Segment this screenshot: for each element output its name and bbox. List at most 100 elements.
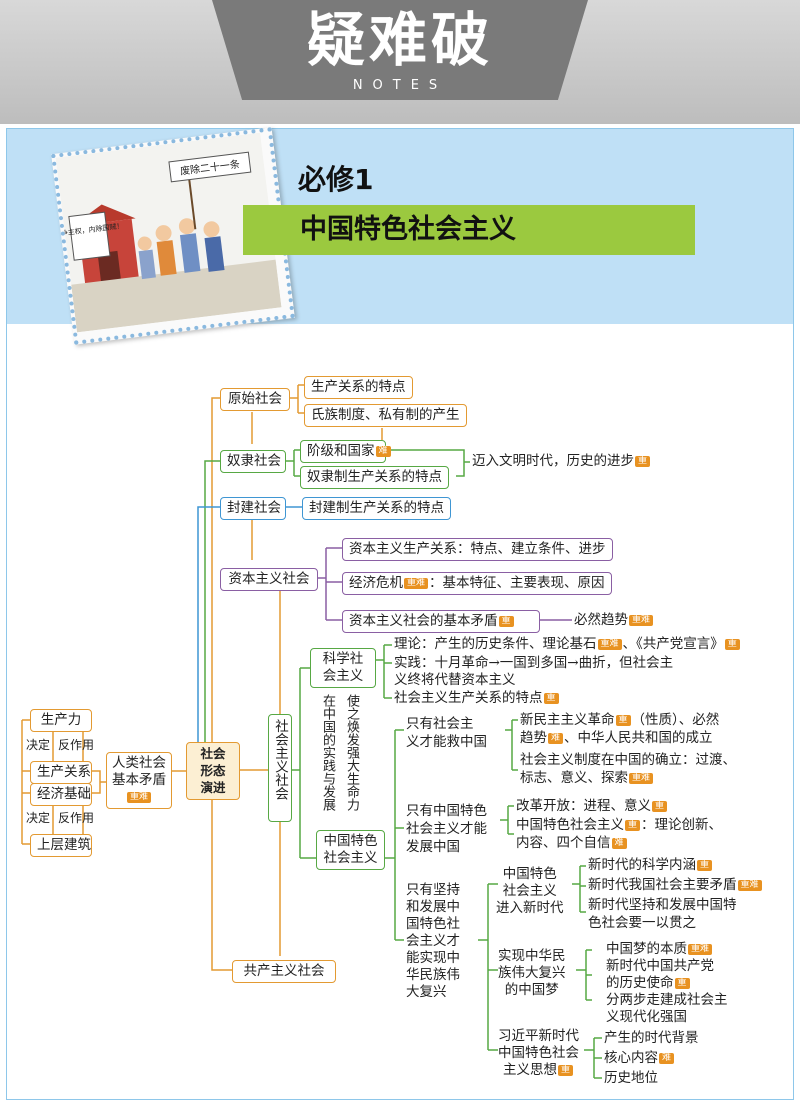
vertical-practice: 在中国的实践与发展 bbox=[320, 694, 335, 811]
thought-line-3-text: 主义思想 bbox=[502, 1062, 557, 1078]
cs-line-1: 中国特色 bbox=[323, 833, 378, 849]
reform-opening: 改革开放：进程、意义 bbox=[516, 798, 651, 814]
save-b-line-1: 社会主义制度在中国的确立：过渡、 bbox=[520, 752, 736, 768]
dream-line-2: 族伟大复兴 bbox=[498, 965, 566, 981]
trend-text: 必然趋势 bbox=[574, 612, 628, 628]
theory-text-a: 理论：产生的历史条件、理论基石 bbox=[394, 636, 597, 652]
box-economic-base: 经济基础 bbox=[30, 783, 92, 806]
tag-key-hard: 重难 bbox=[688, 944, 713, 955]
box-basic-contradiction: 人类社会 基本矛盾 重难 bbox=[106, 752, 172, 809]
box-superstructure: 上层建筑 bbox=[30, 834, 92, 857]
tag-key-hard: 重难 bbox=[597, 639, 622, 650]
dream-head: 实现中华民 族伟大复兴 的中国梦 bbox=[498, 948, 566, 999]
dream-line-3: 的中国梦 bbox=[504, 982, 559, 998]
inevitable-trend: 必然趋势重难 bbox=[574, 612, 654, 629]
theory-text-b: 、《共产党宣言》 bbox=[622, 636, 724, 652]
box-primitive-society: 原始社会 bbox=[220, 388, 290, 411]
box-clan-private: 氏族制度、私有制的产生 bbox=[304, 404, 467, 427]
develop-head-3: 发展中国 bbox=[406, 839, 460, 855]
socialist-relations-text: 社会主义生产关系的特点 bbox=[394, 690, 543, 706]
rejuv-line-1: 只有坚持 bbox=[406, 882, 460, 898]
newera-contradiction: 新时代我国社会主要矛盾 bbox=[588, 877, 737, 893]
cs-socialism-label: 中国特色社会主义 bbox=[516, 817, 624, 833]
tag-hard: 难 bbox=[611, 838, 627, 849]
tag-key: 重 bbox=[674, 978, 690, 989]
box-slave-society: 奴隶社会 bbox=[220, 450, 286, 473]
dream-line-1: 实现中华民 bbox=[498, 948, 566, 964]
new-democratic-revolution: 新民主主义革命 bbox=[520, 712, 615, 728]
save-b-text: 标志、意义、探索 bbox=[520, 770, 628, 786]
thought-b: 核心内容难 bbox=[604, 1050, 675, 1067]
box-society-evolution: 社会 形态 演进 bbox=[186, 742, 240, 800]
label-react-2: 反作用 bbox=[58, 811, 95, 825]
theory-innovation: ：理论创新、 bbox=[641, 817, 723, 833]
rejuvenation-head: 只有坚持 和发展中 国特色社 会主义才 能实现中 华民族伟 大复兴 bbox=[406, 882, 460, 1001]
newera-line-3: 进入新时代 bbox=[496, 900, 564, 916]
rejuv-line-7: 大复兴 bbox=[406, 984, 447, 1000]
save-head-1: 只有社会主 bbox=[406, 716, 474, 732]
save-b-line-2: 标志、意义、探索重难 bbox=[520, 770, 654, 787]
newera-b: 新时代我国社会主要矛盾重难 bbox=[588, 877, 763, 894]
tag-hard: 难 bbox=[375, 446, 391, 457]
box-capitalist-society: 资本主义社会 bbox=[220, 568, 318, 591]
scientific-line-1: 科学社 bbox=[322, 651, 364, 667]
tag-key: 重 bbox=[543, 693, 559, 704]
dream-b-line-1: 新时代中国共产党 bbox=[606, 958, 714, 974]
dream-c-line-1: 分两步走建成社会主 bbox=[606, 992, 728, 1008]
tag-key: 重 bbox=[635, 456, 651, 467]
box-socialist-society: 社会主义社会 bbox=[268, 714, 292, 822]
develop-a: 改革开放：进程、意义重 bbox=[516, 798, 668, 815]
practice-line-1: 实践：十月革命→一国到多国→曲折，但社会主 bbox=[394, 655, 674, 671]
theory-line: 理论：产生的历史条件、理论基石重难、《共产党宣言》重 bbox=[394, 636, 741, 653]
dream-essence: 中国梦的本质 bbox=[606, 941, 687, 957]
dream-c-line-2: 义现代化强国 bbox=[606, 1009, 687, 1025]
crisis-detail: ：基本特征、主要表现、原因 bbox=[429, 575, 605, 591]
dream-b-line-2: 的历史使命重 bbox=[606, 975, 691, 992]
thought-a: 产生的时代背景 bbox=[604, 1030, 699, 1046]
develop-head-1: 只有中国特色 bbox=[406, 803, 487, 819]
develop-b-line-1: 中国特色社会主义重：理论创新、 bbox=[516, 817, 722, 834]
newera-c-line-2: 色社会要一以贯之 bbox=[588, 915, 696, 931]
tag-key-hard: 重难 bbox=[404, 578, 429, 589]
illustration-protest: 废除二十一条 外争主权，内除国贼！ bbox=[51, 127, 295, 345]
protest-illustration-icon: 废除二十一条 外争主权，内除国贼！ bbox=[53, 132, 282, 333]
capitalist-contradiction-text: 资本主义社会的基本矛盾 bbox=[349, 613, 498, 629]
practice-line-2: 义终将代替资本主义 bbox=[394, 672, 516, 688]
box-scientific-socialism: 科学社 会主义 bbox=[310, 648, 376, 688]
tag-key: 重 bbox=[724, 639, 740, 650]
header-tab bbox=[212, 0, 588, 100]
core-content: 核心内容 bbox=[604, 1050, 658, 1066]
tag-key: 重 bbox=[652, 801, 668, 812]
center-line-3: 演进 bbox=[200, 780, 226, 795]
newera-c-line-1: 新时代坚持和发展中国特 bbox=[588, 897, 737, 913]
tag-key-hard: 重难 bbox=[629, 615, 654, 626]
box-production-relations: 生产关系 bbox=[30, 761, 92, 784]
box-economic-crisis: 经济危机重难：基本特征、主要表现、原因 bbox=[342, 572, 612, 595]
rejuv-line-3: 国特色社 bbox=[406, 916, 460, 932]
rejuv-line-5: 能实现中 bbox=[406, 950, 460, 966]
cs-line-2: 社会主义 bbox=[323, 850, 378, 866]
content-frame bbox=[6, 128, 794, 1100]
tag-key: 重 bbox=[498, 616, 514, 627]
topic-title: 中国特色社会主义 bbox=[300, 214, 516, 245]
rejuv-line-2: 和发展中 bbox=[406, 899, 460, 915]
dream-mission: 的历史使命 bbox=[606, 975, 674, 991]
label-react-1: 反作用 bbox=[58, 738, 95, 752]
box-feudal-relations: 封建制生产关系的特点 bbox=[302, 497, 451, 520]
contradiction-line-2: 基本矛盾 bbox=[112, 772, 166, 788]
thought-line-3: 主义思想重 bbox=[498, 1062, 579, 1079]
save-a-line-1: 新民主主义革命重（性质）、必然 bbox=[520, 712, 719, 729]
rejuv-line-4: 会主义才 bbox=[406, 933, 460, 949]
center-line-2: 形态 bbox=[200, 763, 226, 778]
thought-head: 习近平新时代 中国特色社会 主义思想重 bbox=[498, 1028, 579, 1079]
tag-hard: 难 bbox=[548, 733, 564, 744]
civilization-note: 迈入文明时代，历史的进步重 bbox=[472, 453, 651, 470]
contradiction-line-1: 人类社会 bbox=[112, 755, 166, 771]
scientific-line-2: 会主义 bbox=[322, 668, 364, 684]
socialist-relations-line: 社会主义生产关系的特点重 bbox=[394, 690, 560, 707]
box-slave-relations: 奴隶制生产关系的特点 bbox=[300, 466, 449, 489]
dream-a: 中国梦的本质重难 bbox=[606, 941, 713, 958]
label-decide-1: 决定 bbox=[26, 738, 51, 752]
vertical-vitality: 使之焕发强大生命力 bbox=[344, 694, 359, 811]
tag-key: 重 bbox=[557, 1065, 573, 1076]
